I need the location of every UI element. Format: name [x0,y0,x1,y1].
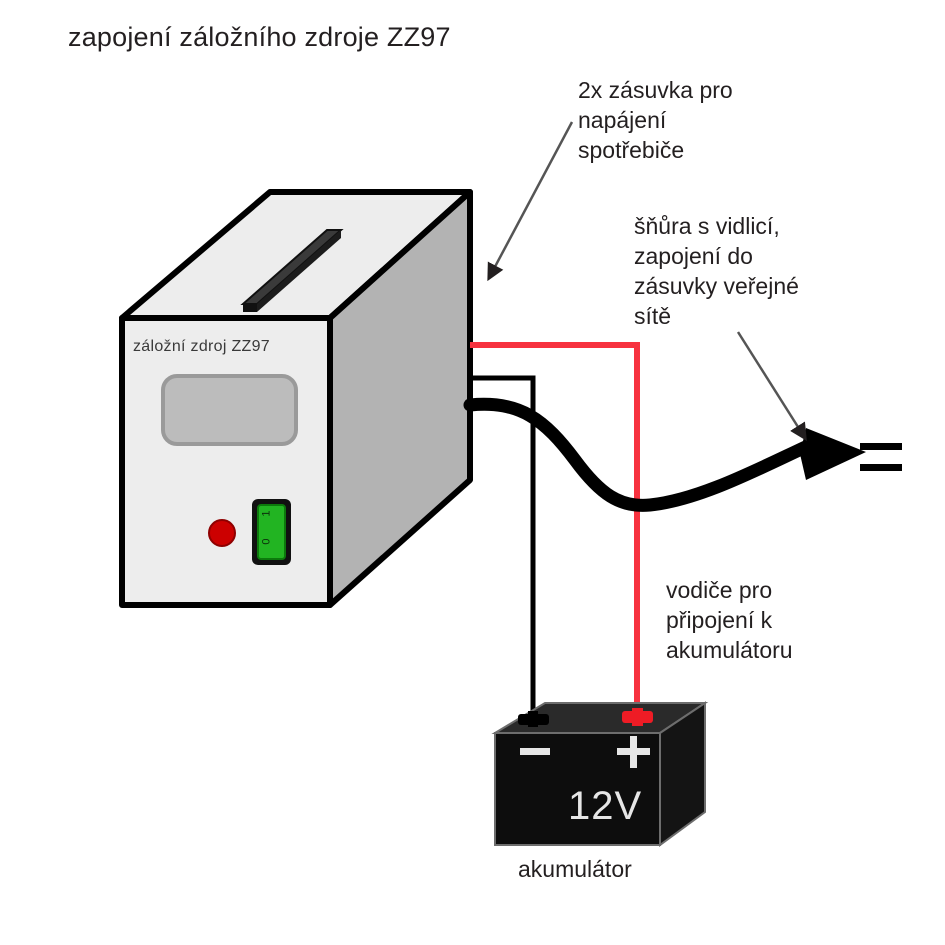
annotation-sockets: 2x zásuvka pro napájení spotřebiče [578,77,733,163]
switch-off-digit: 0 [260,538,273,545]
positive-wire [470,342,640,730]
callout-arrow-mains [736,331,807,441]
battery-negative-post [518,711,549,727]
negative-wire [470,375,536,730]
battery-unit [491,701,709,847]
callout-arrow-sockets [487,121,574,282]
battery-voltage-label: 12V [568,784,643,828]
ups-power-switch [252,499,291,565]
ups-top-slot [240,229,344,312]
annotation-battery-wires: vodiče pro připojení k akumulátoru [666,577,793,663]
ups-display-panel [161,374,298,446]
ups-unit [119,189,473,608]
mains-plug [800,428,902,480]
battery-positive-post [622,708,653,726]
mains-cord [463,397,819,512]
ups-power-led [208,519,236,547]
ups-front-label: záložní zdroj ZZ97 [133,338,271,355]
battery-minus-symbol [520,748,550,755]
page-title: zapojení záložního zdroje ZZ97 [68,22,451,52]
battery-caption: akumulátor [518,856,632,882]
ups-front-face [119,315,333,608]
switch-on-digit: 1 [260,510,273,517]
battery-plus-symbol [617,736,650,768]
annotation-mains-cord: šňůra s vidlicí, zapojení do zásuvky veř… [634,213,799,329]
